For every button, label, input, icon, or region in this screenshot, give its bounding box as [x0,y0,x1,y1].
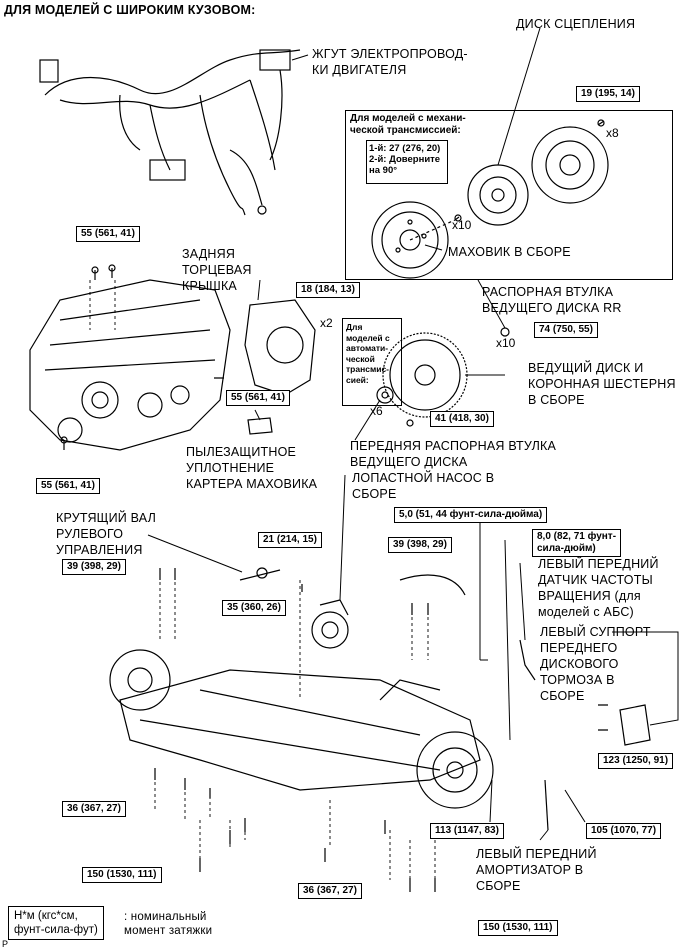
torque-engine-bottom-bolt: 55 (561, 41) [36,478,100,494]
torque-speed-sensor-small: 5,0 (51, 44 фунт-сила-дюйма) [394,507,548,523]
clutch-cover-drawing [531,126,609,204]
torque-shock-absorber-bolt: 105 (1070, 77) [586,823,662,839]
front-suspension-drawing [109,649,494,809]
note-manual-steps: 1-й: 27 (276, 20) 2-й: Доверните на 90° [369,143,441,176]
caliper-drawing [619,704,651,746]
torque-drive-plate-front-bolt: 41 (418, 30) [430,411,494,427]
note-manual-transmission: Для моделей с механи- ческой трансмиссие… [350,113,466,136]
torque-right-bracket-bolt: 39 (398, 29) [388,537,452,553]
torque-tie-rod-nut: 113 (1147, 83) [430,823,504,839]
label-drive-plate-ring-gear: ВЕДУЩИЙ ДИСК И КОРОННАЯ ШЕСТЕРНЯ В СБОРЕ [528,361,676,407]
label-rear-end-cover: ЗАДНЯЯ ТОРЦЕВАЯ КРЫШКА [182,247,252,293]
label-clutch-disc: ДИСК СЦЕПЛЕНИЯ [516,17,636,31]
torque-caliper-bolt: 123 (1250, 91) [598,753,674,769]
torque-vane-pump-bolt: 35 (360, 26) [222,600,286,616]
torque-engine-top-bolt: 55 (561, 41) [76,226,140,242]
torque-drive-plate-bolt: 74 (750, 55) [534,322,598,338]
torque-left-bracket-bolt: 39 (398, 29) [62,559,126,575]
label-front-drive-plate-spacer: ПЕРЕДНЯЯ РАСПОРНАЯ ВТУЛКА ВЕДУЩЕГО ДИСКА [350,439,557,469]
shock-absorber-drawing [544,779,549,831]
legend-torque-meaning: : номинальный момент затяжки [124,911,213,937]
label-front-disc-brake-caliper: ЛЕВЫЙ СУППОРТ ПЕРЕДНЕГО ДИСКОВОГО ТОРМОЗ… [540,625,651,703]
torque-clutch-cover-bolt: 19 (195, 14) [576,86,640,102]
label-steering-intermediate-shaft: КРУТЯЩИЙ ВАЛ РУЛЕВОГО УПРАВЛЕНИЯ [56,511,156,557]
torque-steering-shaft-bolt: 21 (214, 15) [258,532,322,548]
qty-rear-cover-bolts: x2 [320,316,333,330]
corner-mark: P [2,939,9,949]
steering-shaft-drawing [239,569,281,581]
rear-end-cover-drawing [244,299,316,396]
torque-engine-side-bolt: 55 (561, 41) [226,390,290,406]
torque-subframe-right-bolt: 150 (1530, 111) [478,920,558,936]
torque-crossmember-center-bolt: 36 (367, 27) [298,883,362,899]
torque-speed-sensor-bolt: 8,0 (82, 71 фунт- сила-дюйм) [532,529,622,557]
qty-clutch-cover-bolts: x8 [606,126,619,140]
label-front-shock-absorber: ЛЕВЫЙ ПЕРЕДНИЙ АМОРТИЗАТОР В СБОРЕ [476,847,597,893]
torque-crossmember-left-bolt: 36 (367, 27) [62,801,126,817]
note-manual-steps-box [366,140,448,184]
page-header: ДЛЯ МОДЕЛЕЙ С ШИРОКИМ КУЗОВОМ: [4,3,256,17]
clutch-disc-drawing [467,164,529,226]
vane-pump-drawing [311,599,349,649]
torque-subframe-left-bolt: 150 (1530, 111) [82,867,162,883]
manual-transmission-frame [345,110,673,280]
label-engine-wire-harness: ЖГУТ ЭЛЕКТРОПРОВОД- КИ ДВИГАТЕЛЯ [312,47,468,77]
label-front-speed-sensor: ЛЕВЫЙ ПЕРЕДНИЙ ДАТЧИК ЧАСТОТЫ ВРАЩЕНИЯ (… [538,557,659,619]
qty-flywheel-bolts: x10 [452,218,472,232]
engine-block-drawing [29,279,231,451]
engine-wire-harness-drawing [39,49,301,216]
label-flywheel: МАХОВИК В СБОРЕ [448,245,571,259]
qty-front-spacer-bolts: x6 [370,404,383,418]
dust-seal-drawing [247,417,273,435]
legend-torque-units: Н*м (кгс*см, фунт-сила-фут) [8,906,104,940]
note-automatic-box [342,318,402,406]
qty-drive-plate-bolts: x10 [496,336,516,350]
label-vane-pump: ЛОПАСТНОЙ НАСОС В СБОРЕ [352,471,495,501]
label-flywheel-housing-dust-seal: ПЫЛЕЗАЩИТНОЕ УПЛОТНЕНИЕ КАРТЕРА МАХОВИКА [186,445,318,491]
flywheel-drawing [371,201,449,279]
torque-rear-end-cover-bolt: 18 (184, 13) [296,282,360,298]
speed-sensor-drawing [519,639,536,681]
note-automatic-transmission: Для моделей с автомати- ческой трансмис-… [346,322,390,385]
label-drive-plate-spacer-rr: РАСПОРНАЯ ВТУЛКА ВЕДУЩЕГО ДИСКА RR [482,285,622,315]
